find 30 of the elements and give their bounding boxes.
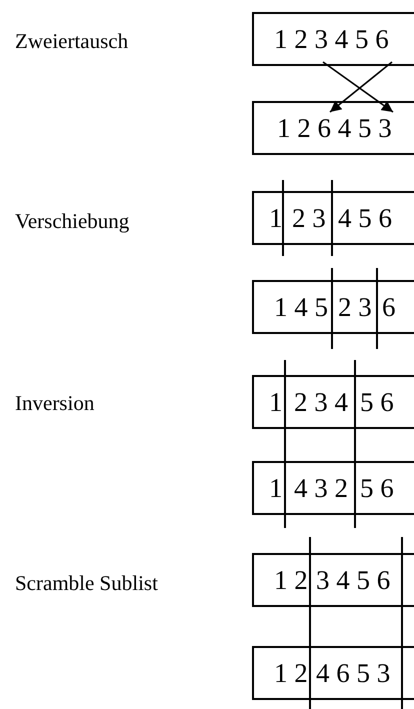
sequence-digits: 1 2 3 4 5 6 bbox=[274, 23, 389, 56]
sequence-digits: 1 2 bbox=[274, 564, 308, 597]
sequence-digits: 5 6 bbox=[360, 472, 394, 505]
sequence-digits: 5 6 bbox=[360, 386, 394, 419]
operator-label: Verschiebung bbox=[15, 208, 130, 234]
sequence-box bbox=[252, 375, 414, 429]
sequence-digits: 2 3 bbox=[338, 291, 372, 324]
sequence-digits: 4 5 6 bbox=[338, 202, 392, 235]
sequence-digits: 2 3 bbox=[292, 202, 326, 235]
sequence-box bbox=[252, 12, 414, 66]
sequence-box bbox=[252, 101, 414, 155]
operator-label: Scramble Sublist bbox=[15, 570, 158, 596]
sequence-digits: 1 bbox=[269, 386, 282, 419]
sequence-digits: 1 2 6 4 5 3 bbox=[277, 112, 392, 145]
sequence-box bbox=[252, 646, 414, 700]
sequence-digits: 1 4 5 bbox=[274, 291, 328, 324]
sequence-digits: 1 bbox=[269, 472, 282, 505]
sequence-box bbox=[252, 191, 414, 245]
sequence-digits: 2 3 4 bbox=[294, 386, 348, 419]
sequence-digits: 4 6 5 3 bbox=[316, 657, 390, 690]
sequence-digits: 1 bbox=[269, 202, 282, 235]
sequence-digits: 1 2 bbox=[274, 657, 308, 690]
sequence-box bbox=[252, 553, 414, 607]
operator-label: Inversion bbox=[15, 390, 94, 416]
sequence-box bbox=[252, 461, 414, 515]
sequence-digits: 3 4 5 6 bbox=[316, 564, 390, 597]
sequence-digits: 6 bbox=[382, 291, 396, 324]
sequence-digits: 4 3 2 bbox=[294, 472, 348, 505]
sequence-box bbox=[252, 280, 414, 334]
operator-label: Zweiertausch bbox=[15, 28, 128, 54]
